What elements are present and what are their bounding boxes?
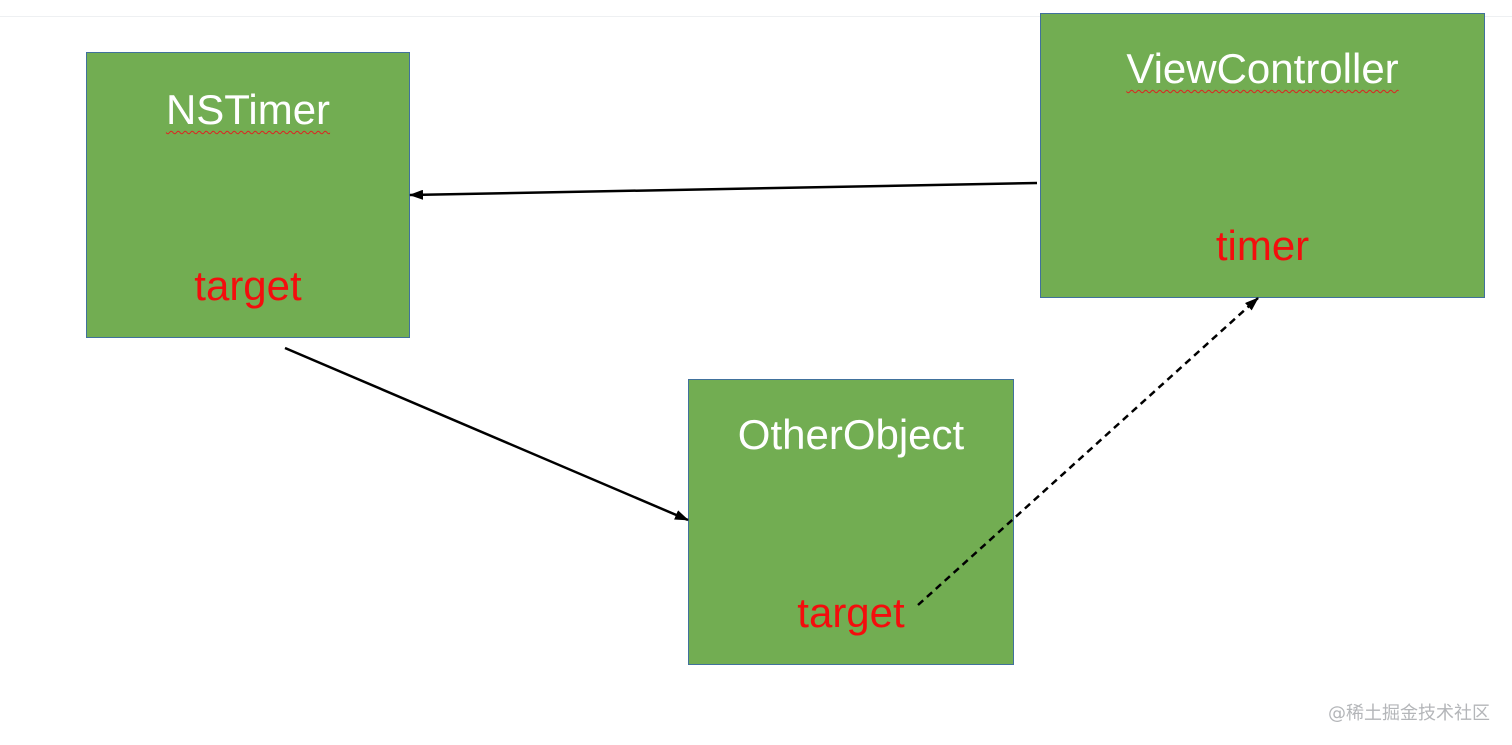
otherobject-title: OtherObject — [737, 411, 965, 458]
otherobject-node[interactable]: OtherObject target — [688, 379, 1014, 665]
nstimer-target-field: target — [194, 262, 302, 309]
arrow-nstimer-to-otherobject — [284, 346, 689, 522]
watermark: @稀土掘金技术社区 — [1328, 703, 1490, 724]
otherobject-target-field: target — [797, 589, 905, 636]
nstimer-node[interactable]: NSTimer target — [86, 52, 410, 338]
nstimer-title: NSTimer — [165, 86, 331, 133]
arrow-otherobject-to-viewcontroller — [917, 297, 1259, 606]
arrow-viewcontroller-to-nstimer — [409, 181, 1038, 200]
top-divider — [0, 16, 1512, 17]
viewcontroller-timer-field: timer — [1215, 222, 1310, 269]
viewcontroller-node[interactable]: ViewController timer — [1040, 13, 1485, 298]
viewcontroller-title: ViewController — [1126, 45, 1399, 92]
